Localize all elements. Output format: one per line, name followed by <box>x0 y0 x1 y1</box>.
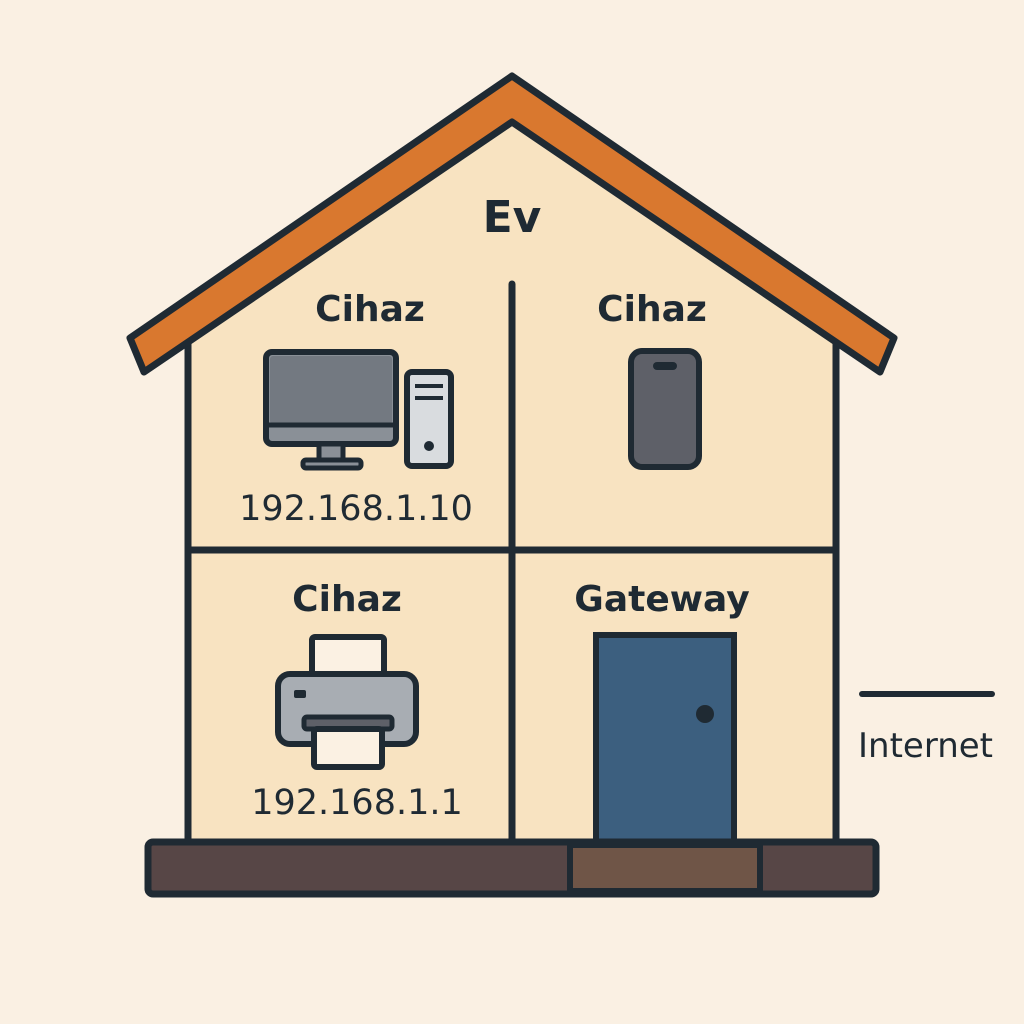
printer-icon <box>275 634 419 770</box>
internet-label: Internet <box>858 726 994 766</box>
door-icon <box>593 632 737 845</box>
foundation <box>144 838 880 898</box>
ip-address-bottom-left: 192.168.1.1 <box>251 783 463 823</box>
house-title: Ev <box>482 192 542 243</box>
room-label-top-right: Cihaz <box>597 289 707 330</box>
room-label-gateway: Gateway <box>574 579 750 620</box>
room-label-bottom-left: Cihaz <box>292 579 402 620</box>
ip-address-top-left: 192.168.1.10 <box>239 489 473 529</box>
roof <box>126 72 898 376</box>
desktop-computer-icon <box>263 349 454 471</box>
room-label-top-left: Cihaz <box>315 289 425 330</box>
smartphone-icon <box>628 348 702 470</box>
